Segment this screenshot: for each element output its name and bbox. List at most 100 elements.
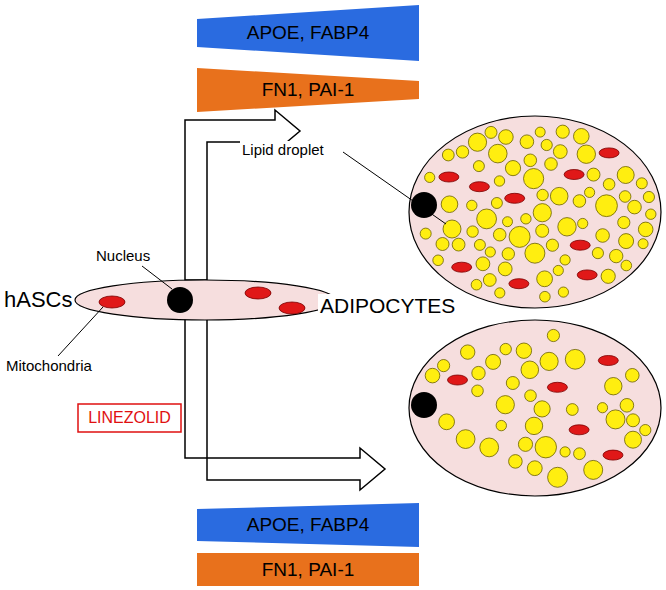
lipid-droplet (518, 437, 532, 451)
treatment-box: LINEZOLID (78, 404, 181, 432)
lipid-droplet (502, 248, 514, 260)
lipid-droplet (627, 414, 640, 427)
expression-band: FN1, PAI-1 (197, 553, 419, 586)
node-text: APOE, FABP4 (247, 22, 370, 44)
nucleus (411, 392, 437, 418)
label: hASCs (2, 287, 74, 312)
lipid-droplet (587, 168, 600, 181)
lipid-droplet (485, 126, 497, 138)
mitochondrion (279, 302, 305, 314)
lipid-droplet (493, 228, 506, 241)
lipid-droplet (486, 354, 501, 369)
lipid-droplet (565, 349, 585, 369)
lipid-droplet (536, 224, 549, 237)
lipid-droplet (505, 161, 520, 176)
lipid-droplet (603, 179, 615, 191)
lipid-droplet (638, 239, 648, 249)
lipid-droplet (480, 438, 499, 457)
lipid-droplet (525, 390, 537, 402)
lipid-droplet (456, 146, 468, 158)
lipid-droplet (506, 377, 519, 390)
lipid-droplet (438, 360, 450, 372)
lipid-droplet (468, 133, 486, 151)
lipid-droplet (566, 404, 578, 416)
expression-wedge: APOE, FABP4 (197, 503, 419, 547)
lipid-droplet (560, 447, 570, 457)
lipid-droplet (537, 189, 548, 200)
node-text: FN1, PAI-1 (262, 79, 355, 101)
lipid-droplet (545, 158, 558, 171)
lipid-droplet (596, 229, 610, 243)
mitochondrion (547, 382, 567, 392)
lipid-droplet (618, 216, 630, 228)
lipid-droplet (503, 217, 513, 227)
node-text: APOE, FABP4 (247, 514, 370, 536)
lipid-droplet (621, 260, 632, 271)
lipid-droplet (619, 234, 634, 249)
lipid-droplet (524, 169, 544, 189)
shape-fill (197, 503, 419, 547)
lipid-droplet (596, 195, 618, 217)
mitochondrion (469, 182, 489, 192)
lipid-droplet (606, 410, 625, 429)
lipid-droplet (442, 149, 454, 161)
lipid-droplet (574, 129, 590, 145)
lipid-droplet (534, 401, 550, 417)
lipid-droplet (456, 430, 475, 449)
lipid-droplet (610, 249, 623, 262)
lipid-droplet (509, 455, 523, 469)
mitochondrion (564, 170, 584, 180)
lipid-droplet (548, 467, 568, 487)
leader-line (58, 307, 103, 356)
lipid-droplet (535, 127, 545, 137)
adipocyte (409, 116, 661, 308)
lipid-droplet (592, 248, 603, 259)
lipid-droplet (574, 448, 586, 460)
mitochondrion (439, 172, 459, 182)
lipid-droplet (626, 369, 640, 383)
label: Nucleus (94, 247, 152, 264)
lipid-droplet (620, 399, 634, 413)
lipid-droplet (533, 204, 551, 222)
lipid-droplet (520, 135, 534, 149)
lipid-droplet (558, 287, 568, 297)
expression-wedge: FN1, PAI-1 (197, 68, 419, 112)
shape-fill (78, 404, 181, 432)
node-text: LINEZOLID (88, 409, 171, 427)
lipid-droplet (467, 226, 478, 237)
lipid-droplet (491, 198, 502, 209)
lipid-droplet (443, 220, 461, 238)
lipid-droplet (489, 144, 508, 163)
lipid-droplet (521, 361, 539, 379)
lipid-droplet (540, 352, 558, 370)
lipid-droplet (425, 368, 440, 383)
node-text: FN1, PAI-1 (262, 559, 355, 581)
adipocyte-contents (420, 125, 656, 302)
expression-wedge: APOE, FABP4 (197, 5, 419, 61)
lipid-droplet (525, 417, 542, 434)
lipid-droplet (441, 196, 458, 213)
lipid-droplet (550, 187, 568, 205)
lipid-droplet (474, 239, 485, 250)
lipid-droplet (560, 255, 570, 265)
lipid-droplet (472, 385, 484, 397)
lipid-droplet (553, 265, 563, 275)
lipid-droplet (452, 238, 465, 251)
lipid-droplet (485, 247, 495, 257)
lipid-droplet (597, 403, 607, 413)
leader-line (142, 266, 172, 289)
lipid-droplet (584, 460, 603, 479)
mitochondrion (577, 270, 597, 280)
label: Lipid droplet (240, 141, 326, 158)
nucleus (411, 192, 437, 218)
lipid-droplet (636, 178, 647, 189)
mitochondrion (570, 240, 590, 250)
lipid-droplet (509, 226, 530, 247)
lipid-droplet (640, 425, 651, 436)
lipid-droplet (496, 420, 506, 430)
lipid-droplet (436, 238, 449, 251)
lipid-droplet (473, 161, 484, 172)
mitochondrion (599, 148, 619, 158)
adipocyte-contents (425, 329, 651, 487)
lipid-droplet (540, 291, 551, 302)
